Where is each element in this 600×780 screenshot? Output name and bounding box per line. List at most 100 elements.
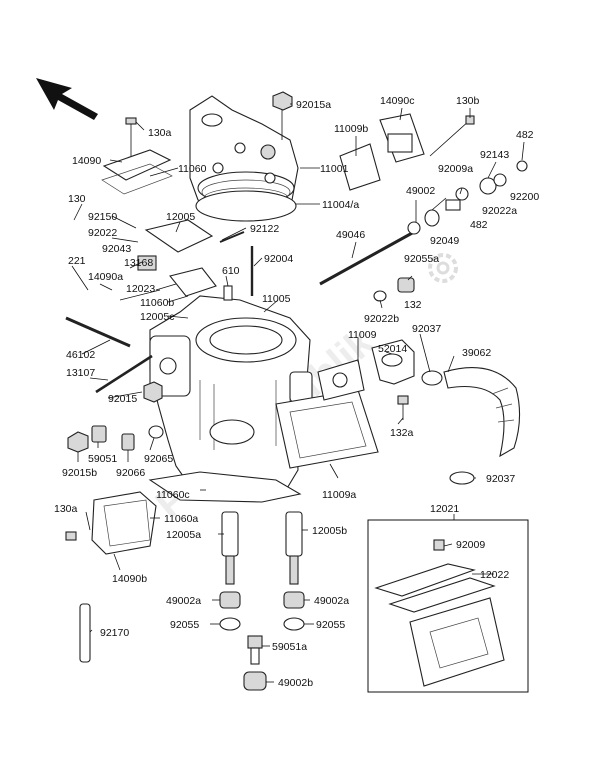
gear-icon [428, 253, 458, 283]
tool-92170 [79, 603, 91, 663]
label-11060b: 11060b [140, 297, 174, 309]
exhaust-flange-gasket [317, 359, 365, 401]
label-130b: 130b [456, 95, 480, 107]
head-gasket [195, 190, 297, 222]
label-12005: 12005 [166, 211, 195, 223]
front-direction-arrow [36, 78, 98, 120]
bushing-49002a-left [219, 591, 241, 609]
exhaust-valve-assembly-left [149, 335, 191, 397]
label-14090b: 14090b [112, 573, 147, 585]
hose-clamp-92037-top [421, 370, 443, 386]
label-92200: 92200 [510, 191, 539, 203]
cylinder-base-gasket [148, 471, 302, 503]
label-49002b: 49002b [278, 677, 313, 689]
part-labels: 130a 14090 11060 92015a 11001 11004/a 11… [54, 95, 539, 689]
label-92150: 92150 [88, 211, 117, 223]
label-12023: 12023 [126, 283, 155, 295]
label-92015: 92015 [108, 393, 137, 405]
washer-92022b [373, 290, 387, 302]
exhaust-valve-parts-left [119, 219, 217, 301]
reed-valve-gasket [275, 389, 379, 469]
label-14090: 14090 [72, 155, 101, 167]
nut-92015b [67, 431, 89, 453]
plug-92066 [121, 433, 135, 451]
label-92037-bottom: 92037 [486, 473, 515, 485]
label-11009b: 11009b [334, 123, 368, 135]
label-92022a: 92022a [482, 205, 517, 217]
label-132: 132 [404, 299, 422, 311]
label-92022: 92022 [88, 227, 117, 239]
label-49046: 49046 [336, 229, 365, 241]
hose-clamp-92037-bottom [449, 471, 475, 485]
label-92015b: 92015b [62, 467, 97, 479]
gasket-11060 [101, 163, 173, 195]
gear-59051a [247, 635, 263, 665]
label-92009a: 92009a [438, 163, 473, 175]
label-92122: 92122 [250, 223, 279, 235]
reed-valve-box-12021 [367, 519, 529, 693]
label-92055a: 92055a [404, 253, 439, 265]
label-52014: 52014 [378, 343, 407, 355]
label-92004: 92004 [264, 253, 293, 265]
label-59051: 59051 [88, 453, 117, 465]
label-610: 610 [222, 265, 240, 277]
label-130a-top: 130a [148, 127, 172, 139]
label-221: 221 [68, 255, 86, 267]
bolt-130b [429, 115, 475, 157]
shaft-49046 [319, 230, 417, 287]
coolant-hose-39062 [443, 367, 521, 458]
label-14090c: 14090c [380, 95, 414, 107]
cover-14090c [379, 113, 425, 163]
label-46102: 46102 [66, 349, 95, 361]
plug-59051 [91, 425, 107, 443]
label-14090a: 14090a [88, 271, 123, 283]
label-12021: 12021 [430, 503, 459, 515]
label-49002: 49002 [406, 185, 435, 197]
rod-13107 [95, 354, 153, 394]
bushing-49002a-right [283, 591, 305, 609]
o-ring-92055-left [219, 617, 241, 631]
label-92009: 92009 [456, 539, 485, 551]
label-12005a: 12005a [166, 529, 201, 541]
label-12005c: 12005c [140, 311, 174, 323]
bolt-132a [397, 395, 409, 420]
label-49002a-right: 49002a [314, 595, 349, 607]
coolant-fitting-52014 [371, 339, 415, 385]
label-92022b: 92022b [364, 313, 399, 325]
label-92055-left: 92055 [170, 619, 199, 631]
label-482-top: 482 [516, 129, 534, 141]
label-59051a: 59051a [272, 641, 307, 653]
leader-lines [71, 103, 525, 683]
label-92065: 92065 [144, 453, 173, 465]
fitting-132 [397, 277, 415, 293]
label-11060a: 11060a [164, 513, 198, 525]
label-92043: 92043 [102, 243, 131, 255]
label-12005b: 12005b [312, 525, 347, 537]
label-11009: 11009 [348, 329, 377, 341]
oil-seal-92049 [424, 209, 440, 227]
label-92055-right: 92055 [316, 619, 345, 631]
label-92015a-top: 92015a [296, 99, 331, 111]
nut-92015 [143, 381, 163, 403]
label-39062: 39062 [462, 347, 491, 359]
bushing-49002b [243, 671, 267, 691]
rod-46102 [65, 316, 131, 348]
label-132a: 132a [390, 427, 414, 439]
washer-92065 [148, 425, 164, 439]
exhaust-valve-12005b [285, 511, 303, 585]
cover-14090b [91, 491, 157, 555]
label-92170: 92170 [100, 627, 129, 639]
label-482-mid: 482 [470, 219, 488, 231]
label-92143: 92143 [480, 149, 509, 161]
o-ring-92055-right [283, 617, 305, 631]
label-49002a-left: 49002a [166, 595, 201, 607]
label-11009a: 11009a [322, 489, 356, 501]
label-13168: 13168 [124, 257, 153, 269]
label-11060c: 11060c [156, 489, 190, 501]
dowel-610 [223, 285, 233, 301]
label-130: 130 [68, 193, 86, 205]
label-12022: 12022 [480, 569, 509, 581]
label-11004a: 11004/a [322, 199, 359, 211]
nut-92015a [272, 91, 293, 111]
label-13107: 13107 [66, 367, 95, 379]
